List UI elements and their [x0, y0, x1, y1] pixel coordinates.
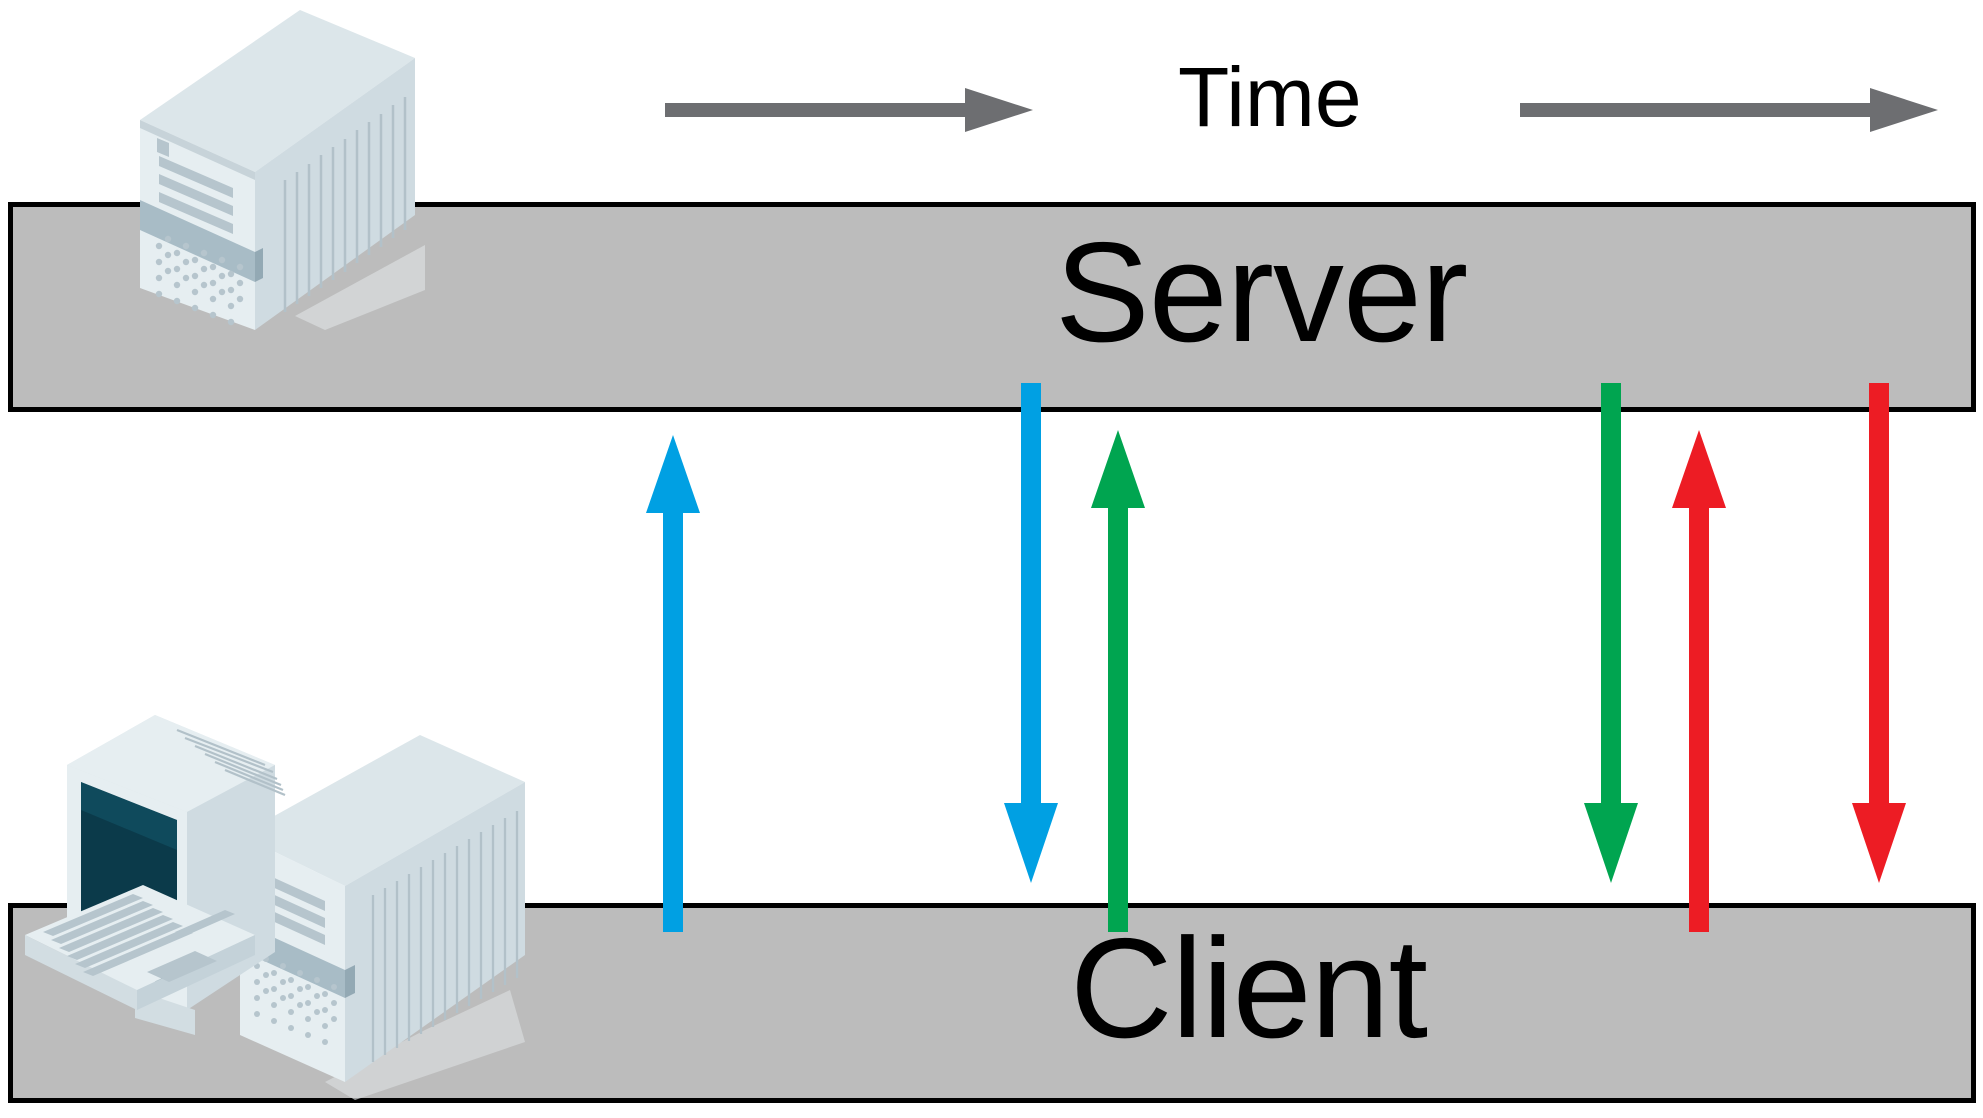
- message-arrow-response-1: [1004, 383, 1058, 883]
- time-axis-label: Time: [1178, 50, 1362, 144]
- message-arrow-response-3: [1852, 383, 1906, 883]
- server-lane-label: Server: [1055, 213, 1468, 372]
- time-arrow-right-icon: [1520, 88, 1938, 132]
- client-workstation-icon: [25, 715, 525, 1100]
- message-arrow-request-1: [646, 435, 700, 932]
- message-arrow-request-2: [1091, 430, 1145, 932]
- message-arrow-response-2: [1584, 383, 1638, 883]
- message-arrow-request-3: [1672, 430, 1726, 932]
- time-arrow-left-icon: [665, 88, 1033, 132]
- client-lane-label: Client: [1070, 909, 1428, 1068]
- server-tower-icon: [140, 10, 425, 330]
